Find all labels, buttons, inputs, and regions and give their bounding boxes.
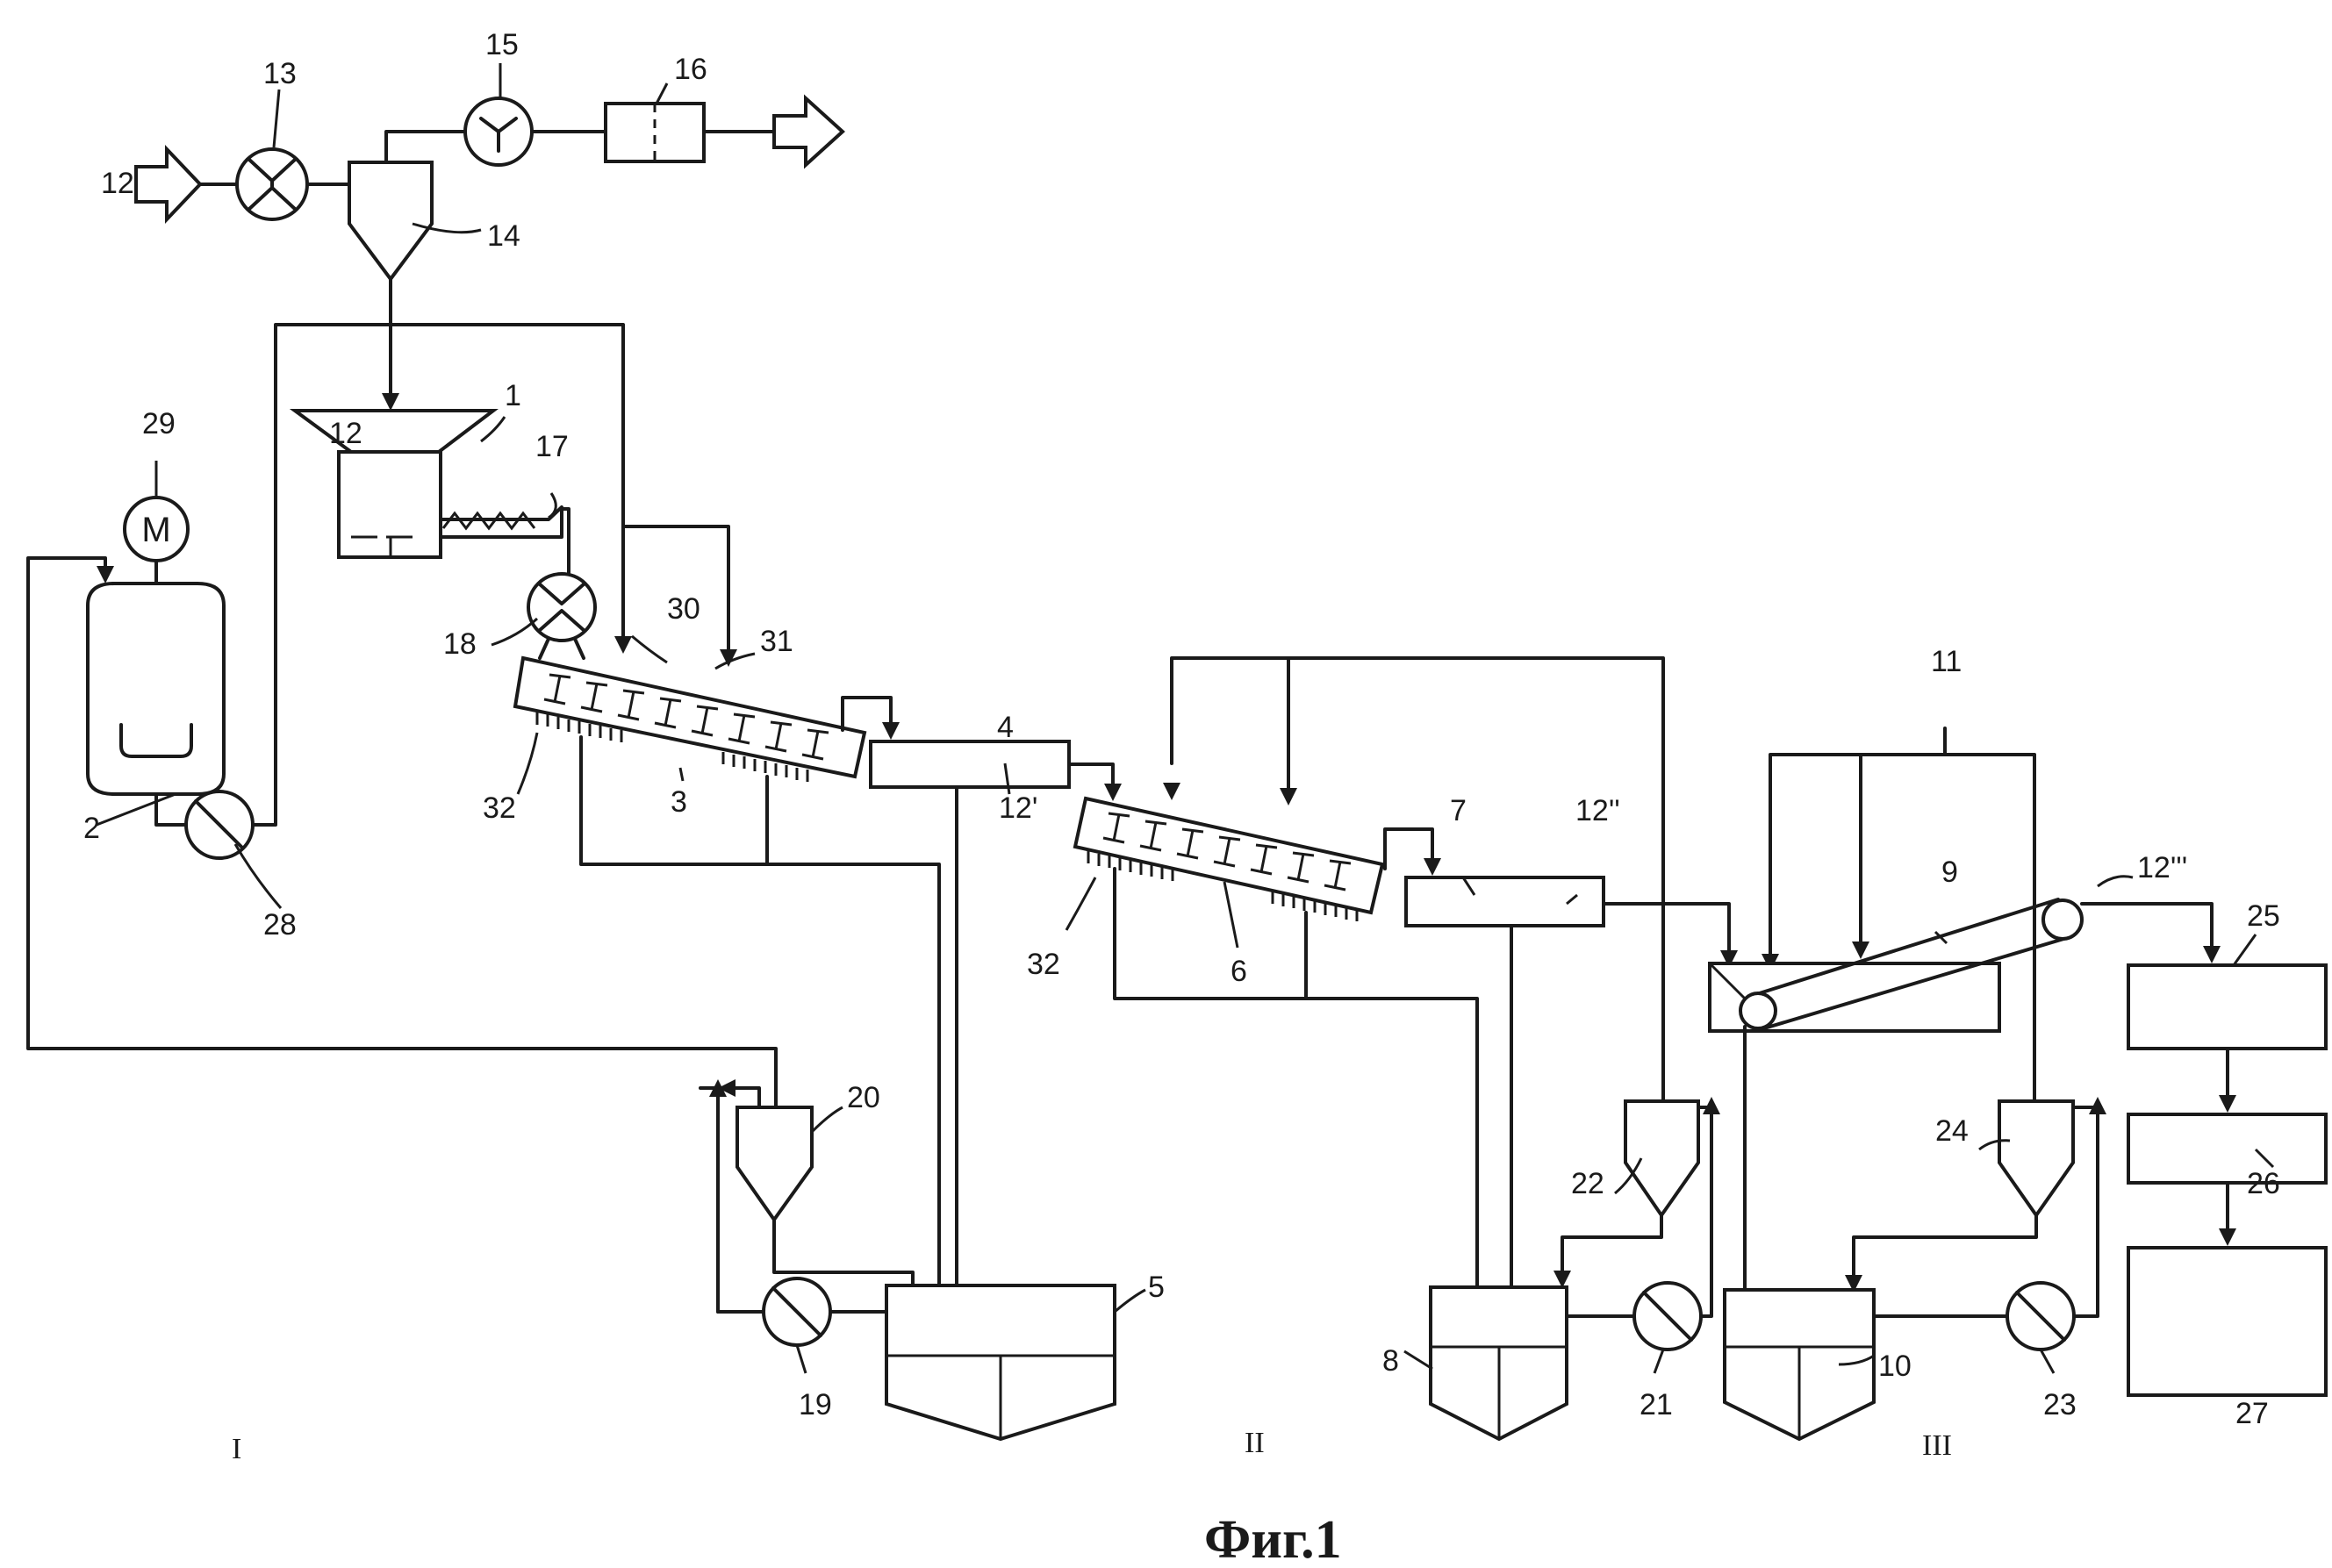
label-20: 20 xyxy=(847,1081,880,1114)
exhaust-arrow xyxy=(774,98,843,165)
label-30: 30 xyxy=(667,592,700,626)
pump-19 xyxy=(764,1278,830,1345)
label-25: 25 xyxy=(2247,899,2280,933)
label-15: 15 xyxy=(485,28,519,61)
unit-25 xyxy=(2128,965,2326,1049)
label-29: 29 xyxy=(142,407,176,440)
mixing-tank-2 xyxy=(88,584,224,794)
label-19: 19 xyxy=(799,1388,832,1421)
label-16: 16 xyxy=(674,53,707,86)
filter-16 xyxy=(606,104,704,161)
label-1: 1 xyxy=(505,379,521,412)
label-6: 6 xyxy=(1231,955,1247,988)
label-23: 23 xyxy=(2043,1388,2077,1421)
label-8: 8 xyxy=(1382,1344,1399,1378)
label-10: 10 xyxy=(1878,1350,1912,1383)
label-7: 7 xyxy=(1450,794,1467,827)
label-12-double-prime: 12'' xyxy=(1575,794,1620,827)
label-11: 11 xyxy=(1931,645,1962,678)
label-12-triple-prime: 12''' xyxy=(2137,851,2187,884)
label-2: 2 xyxy=(83,812,100,845)
label-21: 21 xyxy=(1640,1388,1673,1421)
pump-28 xyxy=(186,791,253,858)
label-4: 4 xyxy=(997,711,1014,744)
leader-lines xyxy=(97,63,2273,1373)
fan-15 xyxy=(465,98,532,165)
cyclone-24 xyxy=(1999,1101,2073,1215)
settling-tank-8 xyxy=(1431,1287,1567,1439)
rotary-valve-18 xyxy=(528,574,595,641)
dryer-6 xyxy=(1075,798,1382,913)
conveyor-7 xyxy=(1406,877,1604,926)
label-18: 18 xyxy=(443,627,477,661)
label-5: 5 xyxy=(1148,1271,1165,1304)
unit-27 xyxy=(2128,1248,2326,1395)
motor-symbol: M xyxy=(141,511,170,549)
label-24: 24 xyxy=(1935,1114,1969,1148)
label-12-inlet: 12 xyxy=(101,167,134,200)
hopper-1 xyxy=(295,411,493,557)
label-14: 14 xyxy=(487,219,520,253)
dryer-3 xyxy=(515,658,865,777)
label-27: 27 xyxy=(2235,1397,2269,1430)
label-13: 13 xyxy=(263,57,297,90)
label-31: 31 xyxy=(760,625,793,658)
label-28: 28 xyxy=(263,908,297,942)
figure-caption: Фиг.1 xyxy=(1204,1510,1342,1568)
label-26: 26 xyxy=(2247,1167,2280,1200)
label-32b: 32 xyxy=(1027,948,1060,981)
screw-feeder-17 xyxy=(441,507,562,537)
label-9: 9 xyxy=(1941,856,1958,889)
label-17: 17 xyxy=(535,430,569,463)
label-22: 22 xyxy=(1571,1167,1604,1200)
feed-inlet-arrow xyxy=(136,149,200,219)
motor-29: M xyxy=(125,498,188,561)
label-3: 3 xyxy=(671,785,687,819)
belt-dryer-9 xyxy=(1710,899,2082,1031)
unit-26 xyxy=(2128,1114,2326,1183)
label-32a: 32 xyxy=(483,791,516,825)
label-12-prime: 12' xyxy=(999,791,1037,825)
pump-21 xyxy=(1634,1283,1701,1350)
cyclone-14 xyxy=(349,162,432,279)
cyclone-22 xyxy=(1625,1101,1698,1215)
conveyor-4 xyxy=(871,741,1069,787)
label-12-hopper: 12 xyxy=(329,417,362,450)
section-label-2: II xyxy=(1245,1427,1265,1459)
rotary-valve-13 xyxy=(237,149,307,219)
cyclone-20 xyxy=(737,1107,812,1220)
section-label-3: III xyxy=(1922,1429,1952,1462)
settling-tank-5 xyxy=(886,1285,1115,1439)
section-label-1: I xyxy=(232,1433,241,1465)
pump-23 xyxy=(2007,1283,2074,1350)
